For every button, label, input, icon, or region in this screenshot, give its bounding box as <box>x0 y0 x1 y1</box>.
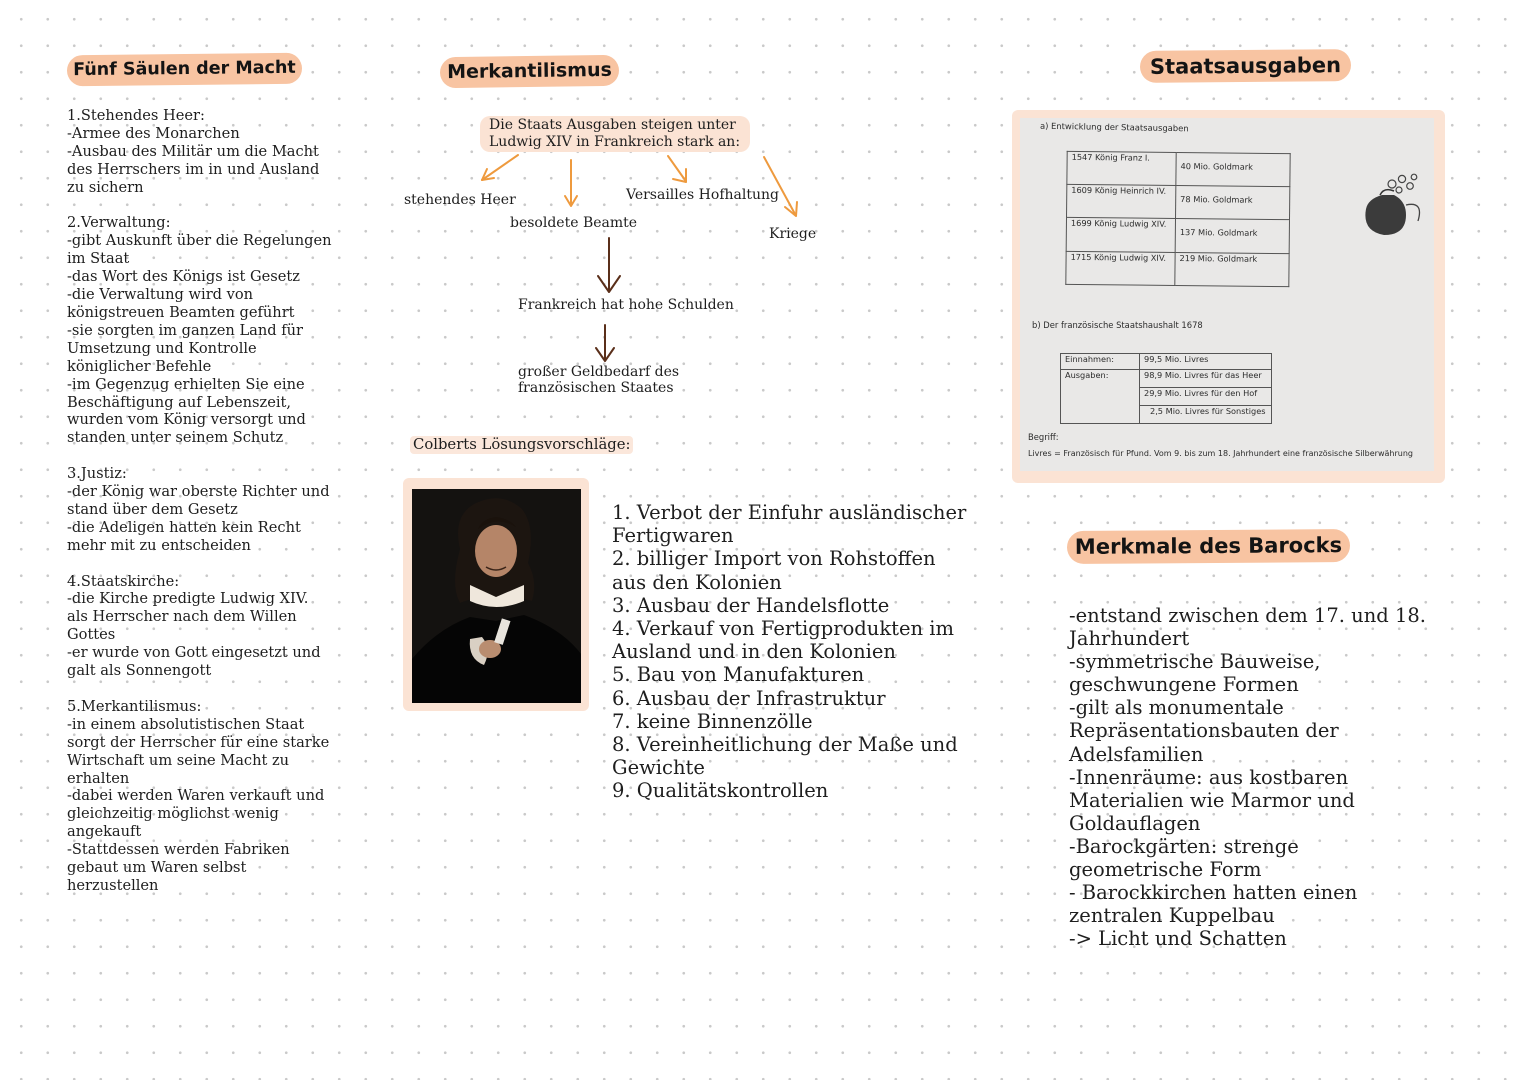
doc-table-a-cell: 137 Mio. Goldmark <box>1175 218 1290 254</box>
doc-ausgaben-label: Ausgaben: <box>1060 369 1140 424</box>
flow-result-geldbedarf-2: französischen Staates <box>518 380 674 396</box>
doc-table-a-cell: 1715 König Ludwig XIV. <box>1065 251 1176 286</box>
doc-table-b: Einnahmen: 99,5 Mio. Livres Ausgaben: 98… <box>1060 353 1272 424</box>
flow-cause-kriege: Kriege <box>769 226 817 242</box>
doc-table-a-cell: 1699 König Ludwig XIV. <box>1066 217 1176 253</box>
flow-cause-besoldete-beamte: besoldete Beamte <box>510 215 638 231</box>
colbert-portrait <box>412 489 581 703</box>
arrow-to-geldbedarf <box>595 324 615 362</box>
arrow-to-stehendes-heer <box>481 154 519 181</box>
doc-ausgaben-value: 29,9 Mio. Livres für den Hof <box>1139 387 1272 406</box>
doc-table-a-cell: 40 Mio. Goldmark <box>1175 152 1291 187</box>
arrow-to-versailles <box>667 155 687 183</box>
flow-result-geldbedarf-1: großer Geldbedarf des <box>518 364 680 380</box>
doc-table-a-cell: 1547 König Franz I. <box>1066 151 1177 186</box>
doc-b-title: b) Der französische Staatshaushalt 1678 <box>1032 320 1203 330</box>
staatsausgaben-doc-photo: a) Entwicklung der Staatsausgaben 1547 K… <box>1020 118 1434 471</box>
merkmale-barock-text: -entstand zwischen dem 17. und 18. Jahrh… <box>1069 604 1426 951</box>
doc-a-title: a) Entwicklung der Staatsausgaben <box>1039 120 1189 134</box>
fuenf-saeulen-text: 1.Stehendes Heer: -Armee des Monarchen -… <box>67 107 332 894</box>
doc-ausgaben-value: 98,9 Mio. Livres für das Heer <box>1139 369 1272 388</box>
money-bag-icon <box>1365 173 1421 235</box>
doc-begriff-text: Livres = Französisch für Pfund. Vom 9. b… <box>1028 449 1413 458</box>
colbert-title: Colberts Lösungsvorschläge: <box>410 436 634 454</box>
flow-result-schulden: Frankreich hat hohe Schulden <box>518 297 734 313</box>
doc-einnahmen-value: 99,5 Mio. Livres <box>1139 353 1272 370</box>
arrow-to-kriege <box>763 156 798 217</box>
doc-begriff-label: Begriff: <box>1028 432 1059 442</box>
doc-einnahmen-label: Einnahmen: <box>1060 353 1140 370</box>
heading-merkmale-barock: Merkmale des Barocks <box>1066 529 1351 564</box>
flow-top-highlight <box>480 116 750 152</box>
arrow-to-beamte <box>564 159 578 207</box>
flow-cause-versailles: Versailles Hofhaltung <box>626 187 779 203</box>
doc-table-a-cell: 78 Mio. Goldmark <box>1175 185 1290 220</box>
doc-table-a-cell: 219 Mio. Goldmark <box>1174 252 1290 287</box>
flow-top-line2: Ludwig XIV in Frankreich stark an: <box>489 134 741 150</box>
doc-table-a-cell: 1609 König Heinrich IV. <box>1066 184 1176 219</box>
doc-table-a: 1547 König Franz I. 40 Mio. Goldmark 160… <box>1065 151 1291 287</box>
colbert-photo-frame <box>403 478 589 711</box>
arrow-to-schulden <box>597 237 621 293</box>
flow-top-line1: Die Staats Ausgaben steigen unter <box>489 117 736 133</box>
staatsausgaben-doc-frame: a) Entwicklung der Staatsausgaben 1547 K… <box>1012 110 1445 483</box>
doc-ausgaben-value: 2,5 Mio. Livres für Sonstiges <box>1139 405 1272 424</box>
heading-staatsausgaben: Staatsausgaben <box>1139 49 1352 83</box>
colbert-solutions-list: 1. Verbot der Einfuhr ausländischer Fert… <box>612 501 967 803</box>
flow-cause-stehendes-heer: stehendes Heer <box>404 192 516 208</box>
